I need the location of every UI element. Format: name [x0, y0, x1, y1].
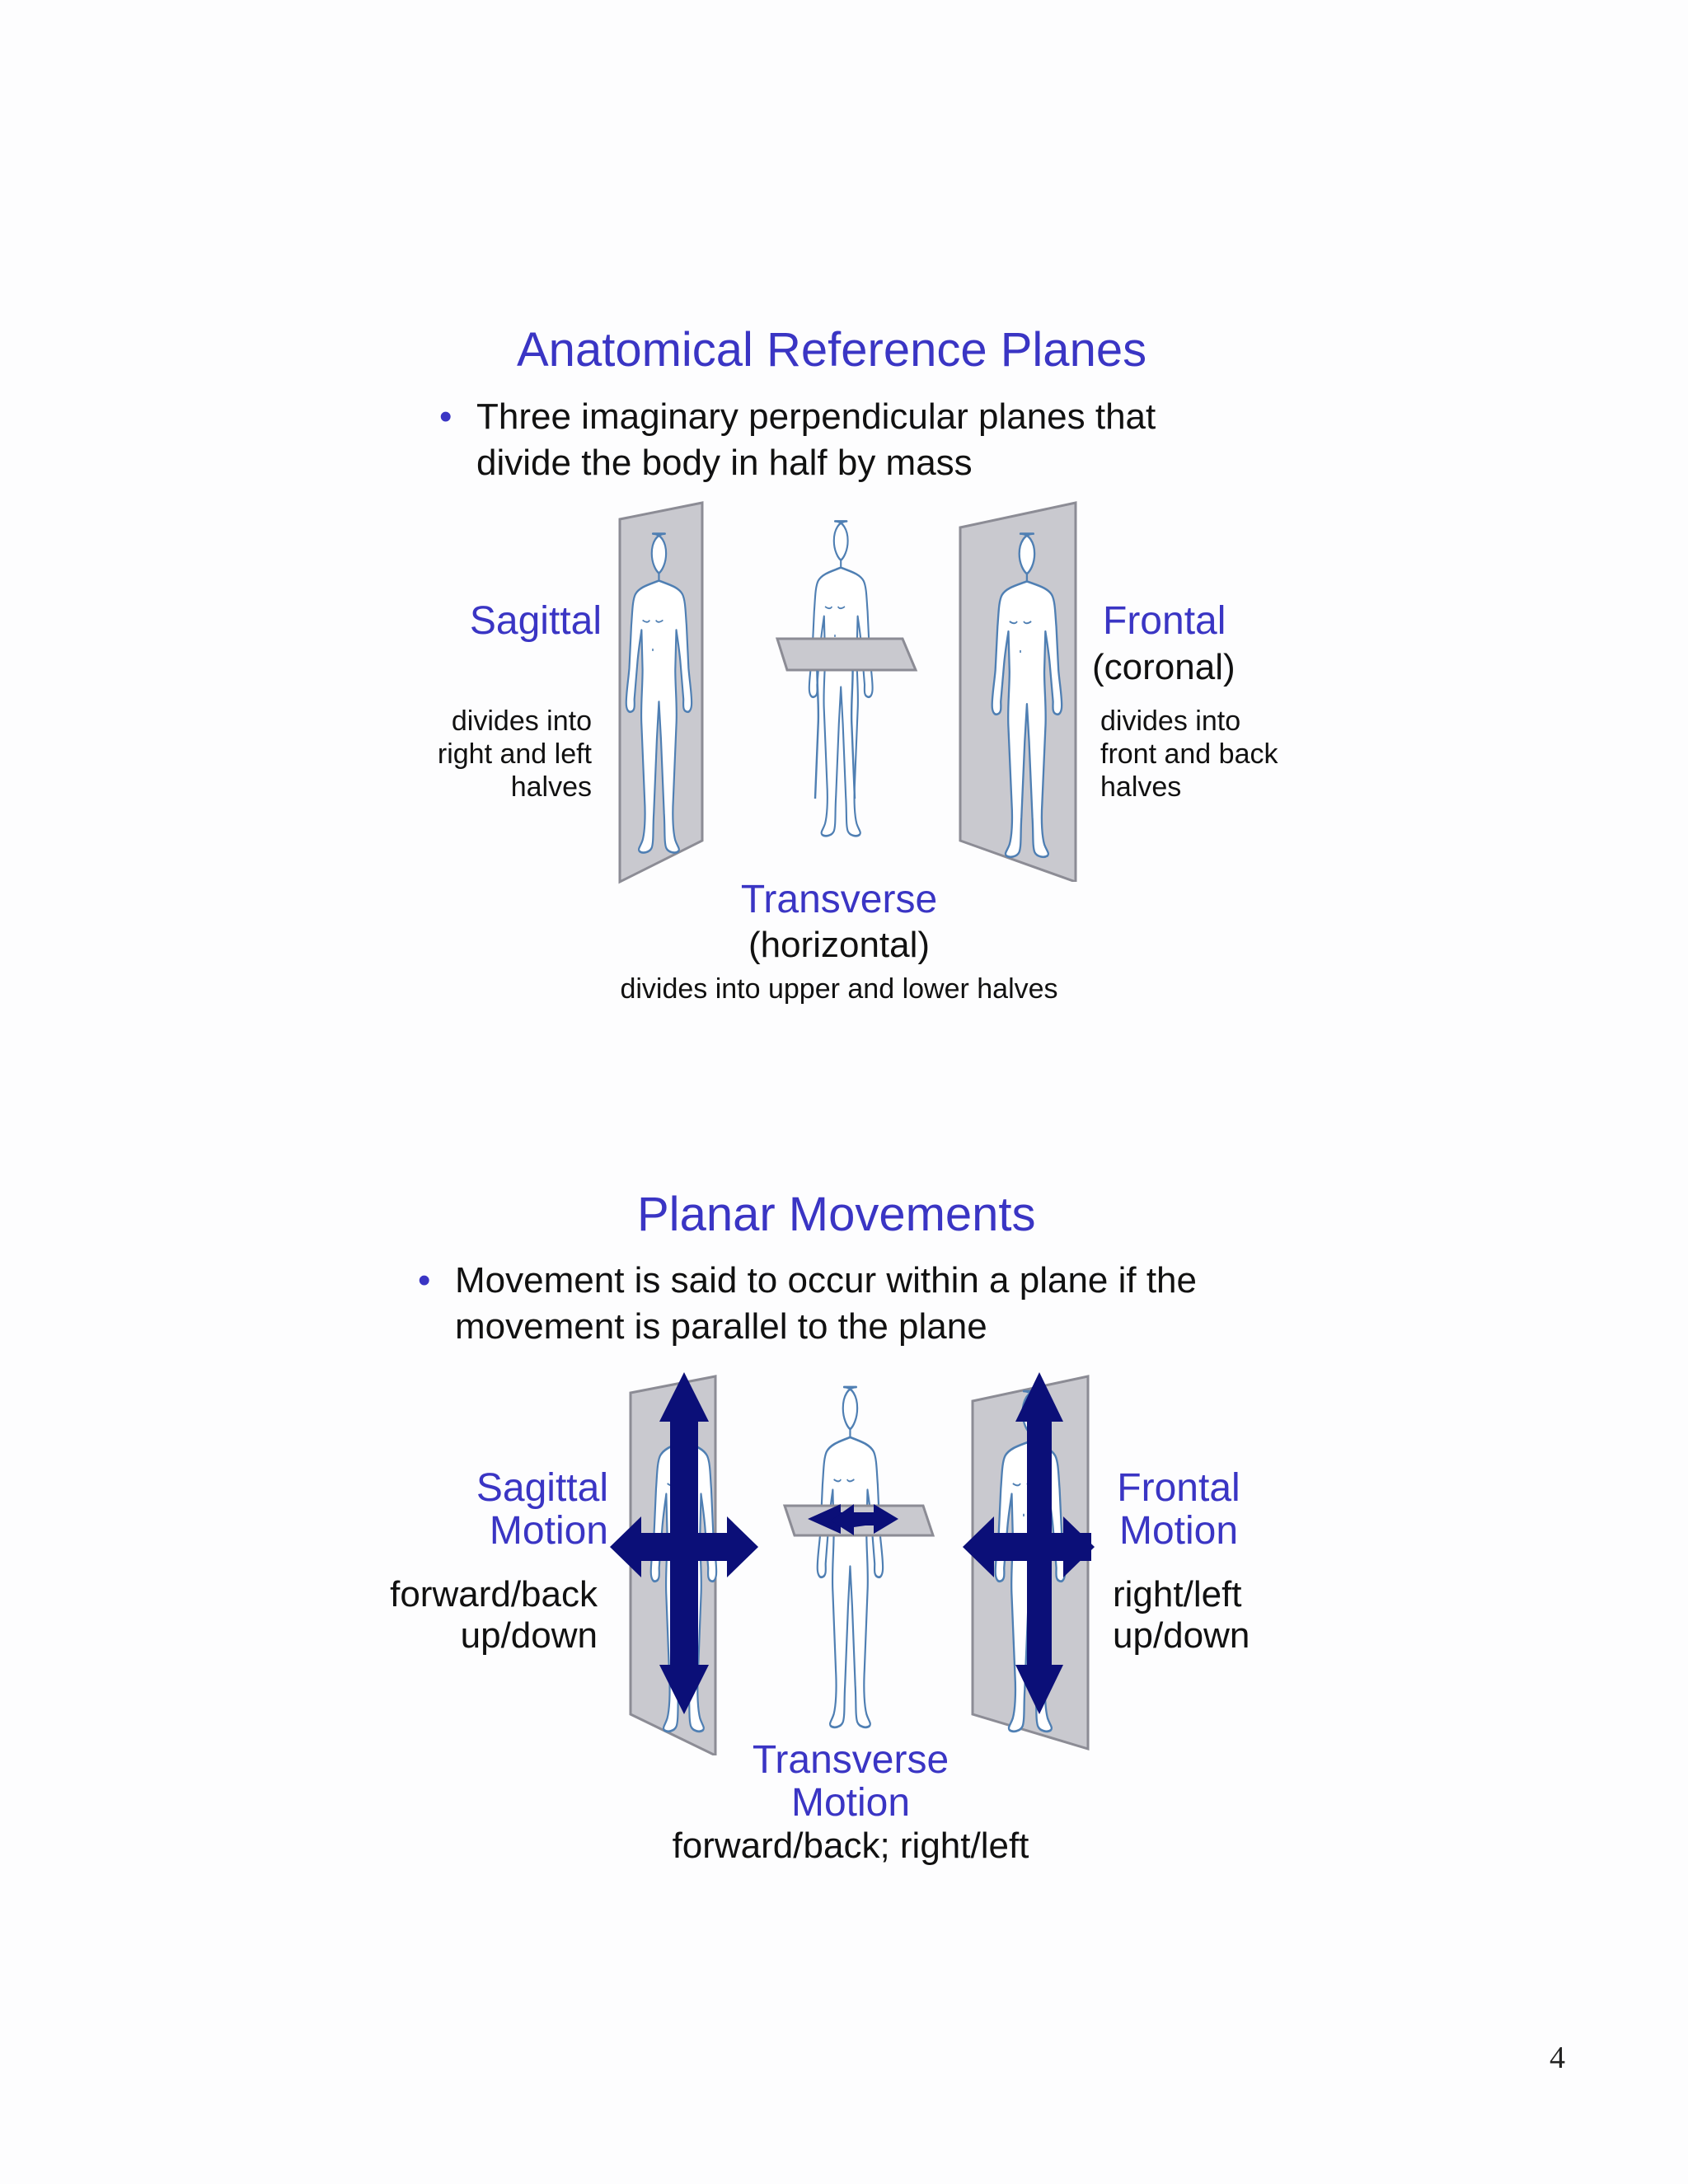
- slide2-bullet-line1: Movement is said to occur within a plane…: [455, 1260, 1198, 1301]
- slide2-title: Planar Movements: [637, 1188, 1036, 1241]
- slide1-title: Anatomical Reference Planes: [517, 323, 1147, 377]
- sagittal-motion-label-line2: Motion: [489, 1509, 608, 1553]
- frontal-plane-figure: [959, 501, 1077, 882]
- frontal-desc-line3: halves: [1100, 771, 1182, 803]
- frontal-motion-arrows: [963, 1372, 1095, 1714]
- transverse-label: Transverse: [740, 878, 938, 921]
- sagittal-motion-figure: [610, 1372, 758, 1755]
- sagittal-label: Sagittal: [469, 599, 602, 643]
- transverse-motion-figure: [782, 1385, 935, 1729]
- frontal-description: divides into front and back halves: [1100, 705, 1278, 804]
- sagittal-desc-line3: halves: [510, 771, 592, 803]
- sagittal-motion-arrows: [610, 1372, 758, 1714]
- sagittal-plane-figure: [618, 501, 704, 884]
- sagittal-motion-label: Sagittal Motion: [412, 1467, 608, 1553]
- sagittal-desc-line1: divides into: [451, 705, 592, 737]
- frontal-motion-desc-line2: up/down: [1113, 1615, 1250, 1656]
- frontal-motion-label: Frontal Motion: [1096, 1467, 1261, 1553]
- slide2-bullet-line2: movement is parallel to the plane: [455, 1306, 987, 1347]
- frontal-label: Frontal: [1103, 599, 1226, 643]
- slide1-bullet: • Three imaginary perpendicular planes t…: [439, 394, 1284, 486]
- transverse-motion-arrows: [808, 1504, 898, 1535]
- frontal-motion-figure: [963, 1372, 1095, 1751]
- frontal-motion-desc-line1: right/left: [1113, 1574, 1242, 1615]
- transverse-motion-label: Transverse Motion: [686, 1739, 1015, 1825]
- transverse-motion-label-line1: Transverse: [752, 1738, 950, 1782]
- frontal-motion-label-line1: Frontal: [1117, 1466, 1240, 1510]
- frontal-desc-line1: divides into: [1100, 705, 1241, 737]
- transverse-description: divides into upper and lower halves: [620, 973, 1058, 1005]
- page-number: 4: [1550, 2041, 1565, 2075]
- transverse-alt-label: (horizontal): [748, 925, 931, 965]
- frontal-alt-label: (coronal): [1092, 647, 1236, 687]
- transverse-motion-label-line2: Motion: [790, 1781, 911, 1825]
- transverse-motion-description: forward/back; right/left: [672, 1825, 1029, 1866]
- sagittal-motion-desc-line2: up/down: [460, 1615, 598, 1656]
- sagittal-motion-label-line1: Sagittal: [476, 1466, 608, 1510]
- sagittal-desc-line2: right and left: [437, 738, 592, 770]
- slide1-bullet-line2: divide the body in half by mass: [476, 443, 973, 483]
- frontal-motion-description: right/left up/down: [1113, 1574, 1250, 1657]
- frontal-motion-label-line2: Motion: [1118, 1509, 1239, 1553]
- transverse-plane-figure: [775, 520, 918, 837]
- slide1-bullet-line1: Three imaginary perpendicular planes tha…: [476, 396, 1156, 437]
- sagittal-motion-description: forward/back up/down: [379, 1574, 598, 1657]
- frontal-desc-line2: front and back: [1100, 738, 1278, 770]
- slide2-bullet: • Movement is said to occur within a pla…: [418, 1258, 1329, 1350]
- sagittal-motion-desc-line1: forward/back: [390, 1574, 598, 1615]
- bullet-dot: •: [439, 396, 452, 437]
- bullet-dot: •: [418, 1260, 431, 1301]
- sagittal-description: divides into right and left halves: [396, 705, 592, 804]
